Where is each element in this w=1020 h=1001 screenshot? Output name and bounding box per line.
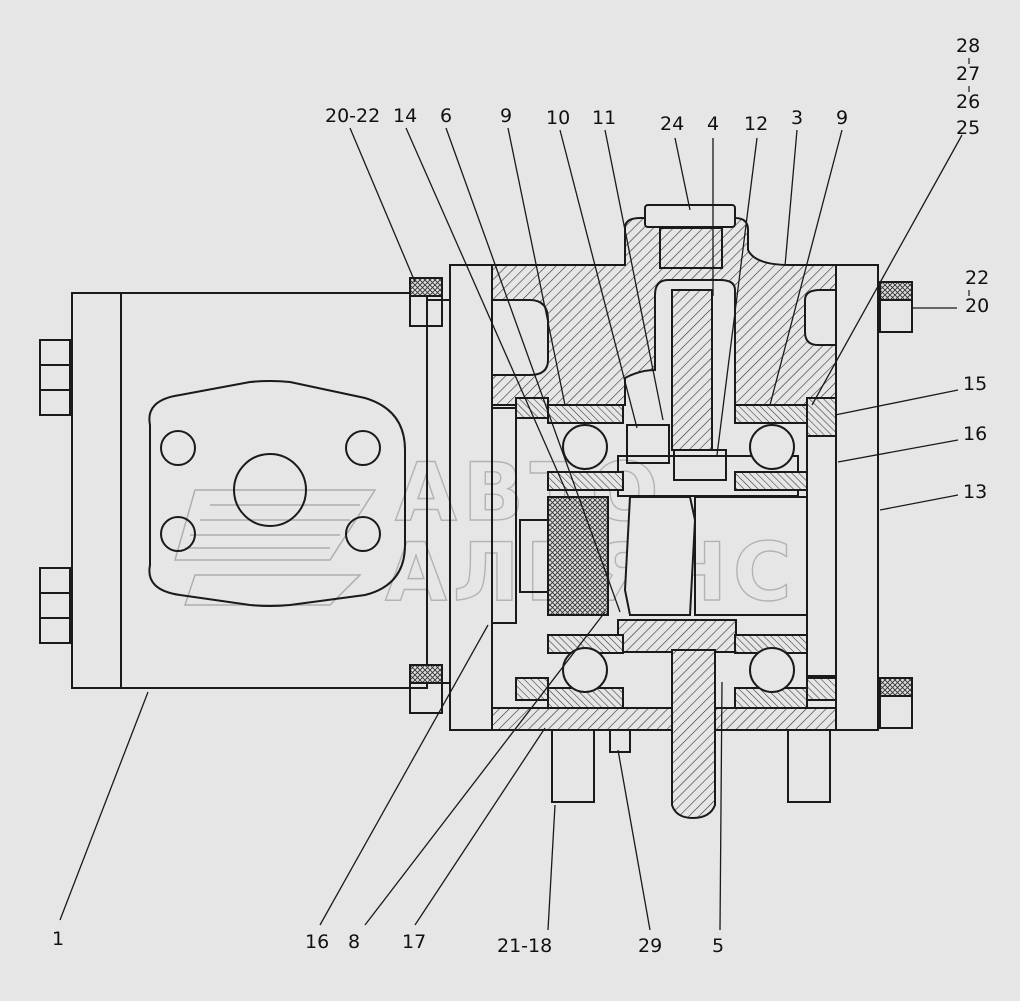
- seal-rings: [491, 397, 837, 701]
- callout-29: 29: [638, 935, 662, 957]
- callout-labels: 1 20-22 14 6 9 10 11 24 4 12 3 9 28 27 2…: [52, 35, 989, 957]
- callout-22: 22: [965, 267, 989, 289]
- callout-4: 4: [707, 113, 719, 135]
- nuts: [409, 277, 913, 729]
- bearing-top-right: [734, 404, 808, 491]
- callout-16-bottom: 16: [305, 931, 329, 953]
- callout-5: 5: [712, 935, 724, 957]
- drive-gear: [519, 496, 808, 616]
- vertical-shaft-upper: [626, 204, 736, 481]
- callout-17: 17: [402, 931, 426, 953]
- bearing-bottom-right: [734, 634, 808, 709]
- callout-6: 6: [440, 105, 452, 127]
- callout-9a: 9: [500, 105, 512, 127]
- callout-25: 25: [956, 117, 980, 139]
- watermark-line1: АВТО: [395, 446, 664, 539]
- callout-12: 12: [744, 113, 768, 135]
- callout-13: 13: [963, 481, 987, 503]
- callout-15: 15: [963, 373, 987, 395]
- callout-10: 10: [546, 107, 570, 129]
- callout-28: 28: [956, 35, 980, 57]
- watermark: АВТО АЛЬЯНС: [174, 445, 792, 620]
- callout-26: 26: [956, 91, 980, 113]
- callout-11: 11: [592, 107, 616, 129]
- callout-14: 14: [393, 105, 417, 127]
- callout-20: 20: [965, 295, 989, 317]
- callout-16-right: 16: [963, 423, 987, 445]
- bearing-bottom-left: [547, 634, 624, 709]
- callout-27: 27: [956, 63, 980, 85]
- callout-20-22: 20-22: [325, 105, 380, 127]
- callout-24: 24: [660, 113, 684, 135]
- callout-1: 1: [52, 928, 64, 950]
- leader-lines: [59, 127, 963, 931]
- callout-9b: 9: [836, 107, 848, 129]
- bearing-top-left: [547, 404, 624, 491]
- callout-21-18: 21-18: [497, 935, 552, 957]
- watermark-logo: [174, 489, 377, 606]
- vertical-shaft-lower: [551, 649, 831, 820]
- callout-3: 3: [791, 107, 803, 129]
- callout-8: 8: [348, 931, 360, 953]
